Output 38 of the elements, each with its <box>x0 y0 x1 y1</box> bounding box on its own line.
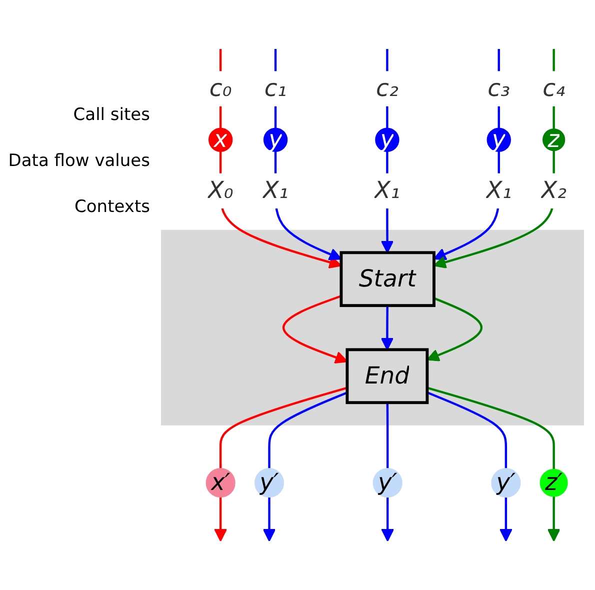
arrow <box>380 306 394 350</box>
node-circle: y <box>486 128 511 152</box>
edge-label: X₁ <box>374 176 400 204</box>
connector <box>426 391 508 469</box>
node-box: End <box>346 348 429 404</box>
node-circle: y <box>375 128 400 152</box>
connector <box>426 386 555 470</box>
edge-label: c₃ <box>488 74 510 102</box>
edge-label: X₂ <box>541 176 567 204</box>
edge-label: c₂ <box>376 74 398 102</box>
edge-label: X₀ <box>208 176 234 204</box>
edge-label: c₄ <box>542 74 566 102</box>
arrow <box>547 496 560 542</box>
node-circle: x′ <box>206 468 236 498</box>
edge-label: c₁ <box>264 74 287 102</box>
edge-label: X₁ <box>262 176 288 204</box>
arrow <box>282 294 348 364</box>
edge-label: c₀ <box>209 74 232 102</box>
arrow <box>426 297 483 362</box>
row-label: Data flow values <box>8 151 150 171</box>
node-circle: x <box>208 128 233 152</box>
connector <box>268 392 348 469</box>
row-label: Call sites <box>73 105 150 125</box>
edge-label: X₁ <box>486 176 512 204</box>
row-label: Contexts <box>74 197 150 217</box>
node-circle: z′ <box>540 468 568 497</box>
connector <box>219 386 348 469</box>
cluster <box>161 230 584 426</box>
node-box: Start <box>340 251 436 308</box>
arrow <box>214 496 228 542</box>
arrow <box>262 496 276 542</box>
node-circle: y′ <box>491 468 521 498</box>
node-circle: y′ <box>254 468 284 498</box>
node-circle: z <box>542 128 566 152</box>
arrow <box>381 496 394 542</box>
arrow <box>499 496 512 542</box>
connector <box>386 402 389 469</box>
node-circle: y′ <box>372 468 402 498</box>
